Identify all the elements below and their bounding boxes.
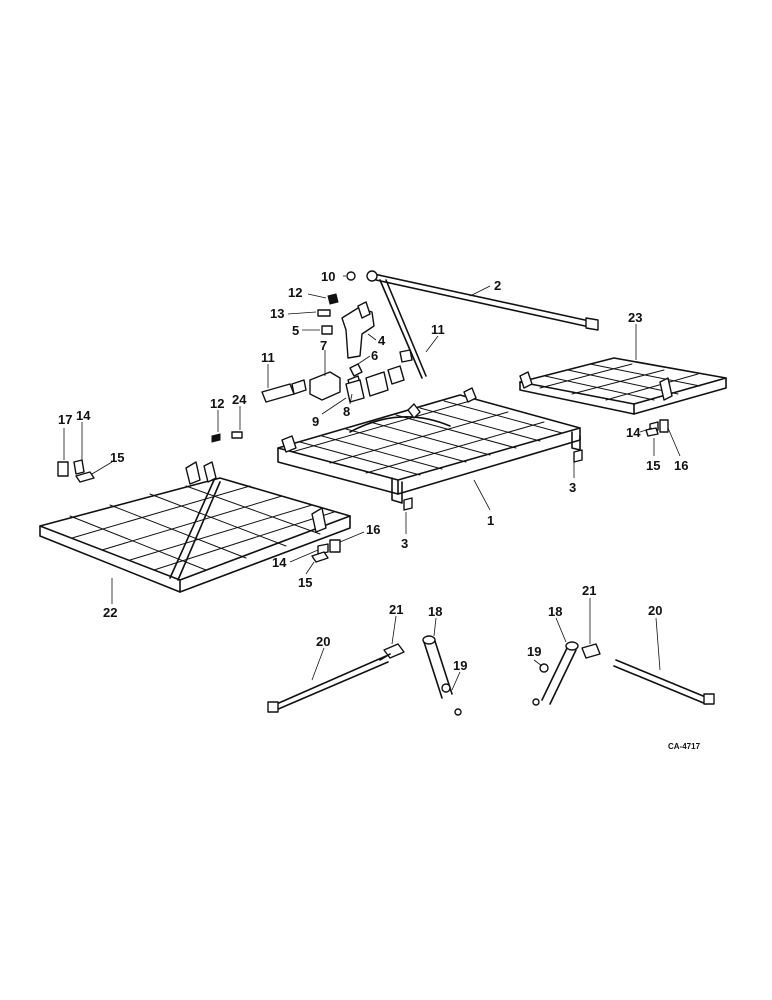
callout-1: 1 (487, 513, 494, 528)
callout-15c: 15 (298, 575, 312, 590)
callout-20b: 20 (648, 603, 662, 618)
callout-10: 10 (321, 269, 335, 284)
small-parts (57, 419, 669, 563)
leader-lines (63, 275, 681, 691)
callout-21a: 21 (389, 602, 403, 617)
callout-18b: 18 (548, 604, 562, 619)
callout-14b: 14 (76, 408, 91, 423)
callout-4: 4 (378, 333, 386, 348)
callout-5: 5 (292, 323, 299, 338)
callout-6: 6 (371, 348, 378, 363)
callout-8: 8 (343, 404, 350, 419)
callout-12a: 12 (288, 285, 302, 300)
callout-9: 9 (312, 414, 319, 429)
callout-14c: 14 (272, 555, 287, 570)
callout-3a: 3 (569, 480, 576, 495)
callout-2: 2 (494, 278, 501, 293)
frame-right (519, 357, 727, 415)
callout-19b: 19 (527, 644, 541, 659)
figure-code: CA-4717 (668, 742, 701, 751)
callout-24: 24 (232, 392, 247, 407)
linkage-parts (211, 271, 413, 443)
callout-15b: 15 (646, 458, 660, 473)
callout-17: 17 (58, 412, 72, 427)
callout-3b: 3 (401, 536, 408, 551)
callout-20a: 20 (316, 634, 330, 649)
lower-parts (267, 635, 715, 716)
callout-7: 7 (320, 338, 327, 353)
rod-2 (366, 270, 599, 379)
main-frame (277, 387, 581, 504)
callout-15a: 15 (110, 450, 124, 465)
callout-11b: 11 (261, 350, 275, 365)
callout-21b: 21 (582, 583, 596, 598)
callout-18a: 18 (428, 604, 442, 619)
callout-19a: 19 (453, 658, 467, 673)
callout-22: 22 (103, 605, 117, 620)
callout-23: 23 (628, 310, 642, 325)
callout-16b: 16 (674, 458, 688, 473)
callout-labels: 1 2 3 3 4 5 6 7 8 9 10 11 11 12 12 13 14… (58, 269, 701, 751)
callout-12b: 12 (210, 396, 224, 411)
callout-11a: 11 (431, 322, 445, 337)
callout-13: 13 (270, 306, 284, 321)
frame-left (39, 461, 351, 593)
callout-16a: 16 (366, 522, 380, 537)
callout-14a: 14 (626, 425, 641, 440)
